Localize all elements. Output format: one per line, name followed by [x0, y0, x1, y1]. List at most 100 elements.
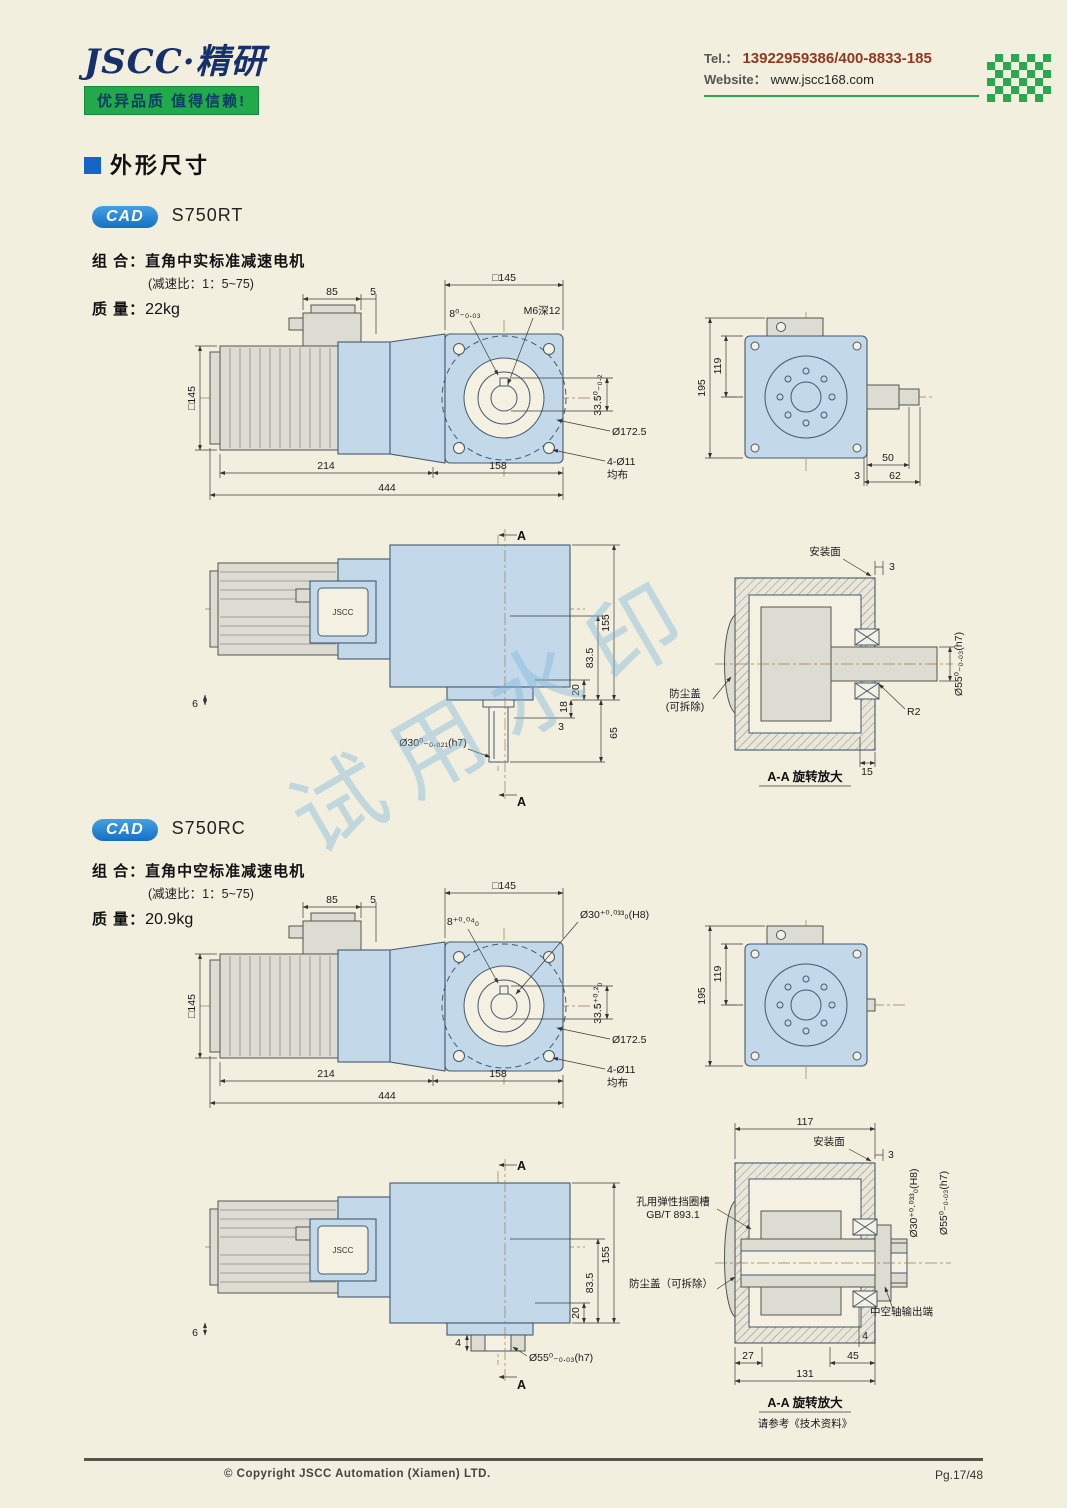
dust-cap-shape	[724, 613, 736, 715]
dim-bore-30-h8: Ø30⁺⁰·⁰³³₀(H8)	[580, 909, 649, 921]
note-tech-data: 请参考《技术资料》	[758, 1417, 853, 1430]
terminal-box-rc	[302, 920, 362, 955]
drawing-s750rc-main-views: 85 5 □145 8⁺⁰·⁰⁴₀ Ø30⁺⁰·⁰³³₀(H8) 33.5⁺⁰·…	[186, 880, 905, 1108]
rt-end-dimensions: 119 195 50 3 62	[696, 317, 921, 486]
model-header-s750rc: CAD S750RC	[92, 818, 246, 841]
mass-value: 22kg	[145, 301, 180, 318]
mass-label: 质 量：	[92, 301, 146, 318]
dim-55-h7-aa: Ø55⁰₋₀.₀₃(h7)	[938, 1171, 950, 1235]
output-shaft-hole	[490, 384, 518, 412]
dim-214-rc: 214	[317, 1068, 335, 1080]
rt-section-line: A A	[498, 529, 526, 809]
dim-bolt-circle: Ø172.5	[612, 426, 647, 438]
cable-connector	[288, 317, 304, 331]
rt-side-view: JSCC	[205, 535, 585, 771]
company-logo: JSCC·精研	[84, 42, 266, 82]
combo-label: 组 合：	[92, 253, 146, 270]
section-mark-a-bottom: A	[517, 795, 526, 809]
model-name-s750rt: S750RT	[171, 205, 244, 225]
dim-158-rc: 158	[489, 1068, 507, 1080]
dim-bolt-circle-rc: Ø172.5	[612, 1034, 647, 1046]
rc-section-line: A A	[498, 1159, 526, 1392]
dim-119: 119	[712, 357, 724, 374]
label-dust-cover-2: (可拆除)	[666, 700, 705, 713]
brand-tagline: 优异品质 值得信赖!	[84, 86, 260, 115]
rc-side-view: JSCC	[205, 1171, 585, 1365]
dim-62: 62	[889, 470, 901, 482]
dim-33-5-rc: 33.5⁺⁰·²₀	[592, 982, 604, 1024]
section-mark-a-top: A	[517, 529, 526, 543]
contact-block: Tel.：13922959386/400-8833-185 Website：ww…	[704, 48, 979, 97]
fan-vent	[764, 355, 848, 439]
dim-18: 18	[558, 701, 570, 713]
page-footer: © Copyright JSCC Automation (Xiamen) LTD…	[84, 1468, 983, 1482]
dim-3: 3	[854, 470, 860, 482]
dim-holes-note-rc: 均布	[607, 1077, 628, 1089]
dim-155: 155	[600, 614, 612, 632]
section-heading: 外形尺寸	[84, 148, 210, 180]
terminal-box	[302, 312, 362, 347]
dim-33-5: 33.5⁰₋₀.₂	[592, 374, 604, 416]
tel-label: Tel.：	[704, 51, 739, 66]
model-header-s750rt: CAD S750RT	[92, 205, 243, 228]
section-mark-a-top-rc: A	[517, 1159, 526, 1173]
mass-row-s750rt: 质 量：22kg	[92, 298, 180, 319]
rc-assembly-dimensions: 85 5 □145 8⁺⁰·⁰⁴₀ Ø30⁺⁰·⁰³³₀(H8) 33.5⁺⁰·…	[186, 880, 649, 1108]
dim-key-8: 8⁰₋₀.₀₃	[449, 308, 481, 320]
dim-83-5: 83.5	[584, 648, 596, 669]
combo-row-s750rt: 组 合：直角中实标准减速电机	[92, 250, 305, 271]
copyright-text: © Copyright JSCC Automation (Xiamen) LTD…	[224, 1468, 491, 1480]
dim-shaft-30: Ø30⁰₋₀.₀₂₁(h7)	[399, 737, 467, 749]
dim-444-rc: 444	[378, 1090, 396, 1102]
hollow-bore	[490, 992, 518, 1020]
combo-value: 直角中实标准减速电机	[145, 253, 306, 270]
nameplate-text-rc: JSCC	[333, 1246, 354, 1255]
dim-sq145-top: □145	[492, 272, 516, 284]
dim-158: 158	[489, 460, 507, 472]
rc-end-view	[725, 920, 905, 1080]
nameplate-text: JSCC	[333, 608, 354, 617]
drawing-s750rt-section-views: JSCC A A 155 83.5 20 18 3 65 6 Ø30⁰₋₀.₀₂…	[192, 529, 965, 809]
gearbox-side-rc	[389, 1182, 571, 1324]
side-shaft	[866, 384, 900, 410]
dim-key-8-rc: 8⁺⁰·⁰⁴₀	[447, 916, 479, 928]
rt-aa-view	[715, 577, 953, 751]
dim-bore-30-h8-aa: Ø30⁺⁰·⁰³³₀(H8)	[908, 1168, 920, 1237]
dim-sq145-top-rc: □145	[492, 880, 516, 892]
dim-155-rc: 155	[600, 1246, 612, 1264]
dim-50: 50	[882, 452, 894, 464]
model-name-s750rc: S750RC	[171, 818, 246, 838]
blue-square-bullet	[84, 157, 101, 174]
rt-assembly-view	[200, 304, 600, 477]
dim-6-rc: 6	[192, 1327, 198, 1339]
website-url[interactable]: www.jscc168.com	[770, 72, 874, 87]
rc-aa-dimensions: 117 安装面 3 Ø30⁺⁰·⁰³³₀(H8) Ø55⁰₋₀.₀₃(h7) 孔…	[629, 1116, 950, 1430]
tel-number: 13922959386/400-8833-185	[742, 50, 932, 67]
dim-4-aa: 4	[862, 1330, 868, 1342]
cad-badge-s750rc[interactable]: CAD	[92, 819, 158, 841]
dim-45: 45	[847, 1350, 859, 1362]
dim-holes-rc: 4-Ø11	[607, 1064, 636, 1076]
dim-5-rc: 5	[370, 894, 376, 906]
combo-value-rc: 直角中空标准减速电机	[145, 863, 306, 880]
dim-131: 131	[796, 1368, 814, 1380]
drawing-s750rc-section-views: JSCC A A 155 83.5 20 4 6 Ø55⁰₋₀.₀₃(h7)	[192, 1116, 951, 1430]
footer-rule	[84, 1458, 983, 1461]
label-mount-face: 安装面	[809, 545, 841, 558]
dim-5: 5	[370, 286, 376, 298]
drawing-s750rt-main-views: 85 5 □145 8⁰₋₀.₀₃ M6深12 33.5⁰₋₀.₂ Ø172.5…	[186, 272, 935, 500]
rc-assembly-view	[200, 912, 600, 1085]
dim-195-rc: 195	[696, 987, 708, 1005]
label-circlip-1: 孔用弹性挡圈槽	[636, 1195, 710, 1208]
page-number: Pg.17/48	[934, 1468, 983, 1482]
rc-end-dimensions: 119 195	[696, 925, 765, 1067]
dim-3-step: 3	[558, 721, 564, 733]
dim-195: 195	[696, 379, 708, 397]
dim-55-h7: Ø55⁰₋₀.₀₃(h7)	[953, 632, 965, 696]
rt-end-view	[725, 312, 935, 472]
label-hollow-output: 中空轴输出端	[870, 1305, 933, 1318]
dim-119-rc: 119	[712, 965, 724, 982]
dim-85: 85	[326, 286, 338, 298]
cad-badge-s750rt[interactable]: CAD	[92, 206, 158, 228]
dim-444: 444	[378, 482, 396, 494]
